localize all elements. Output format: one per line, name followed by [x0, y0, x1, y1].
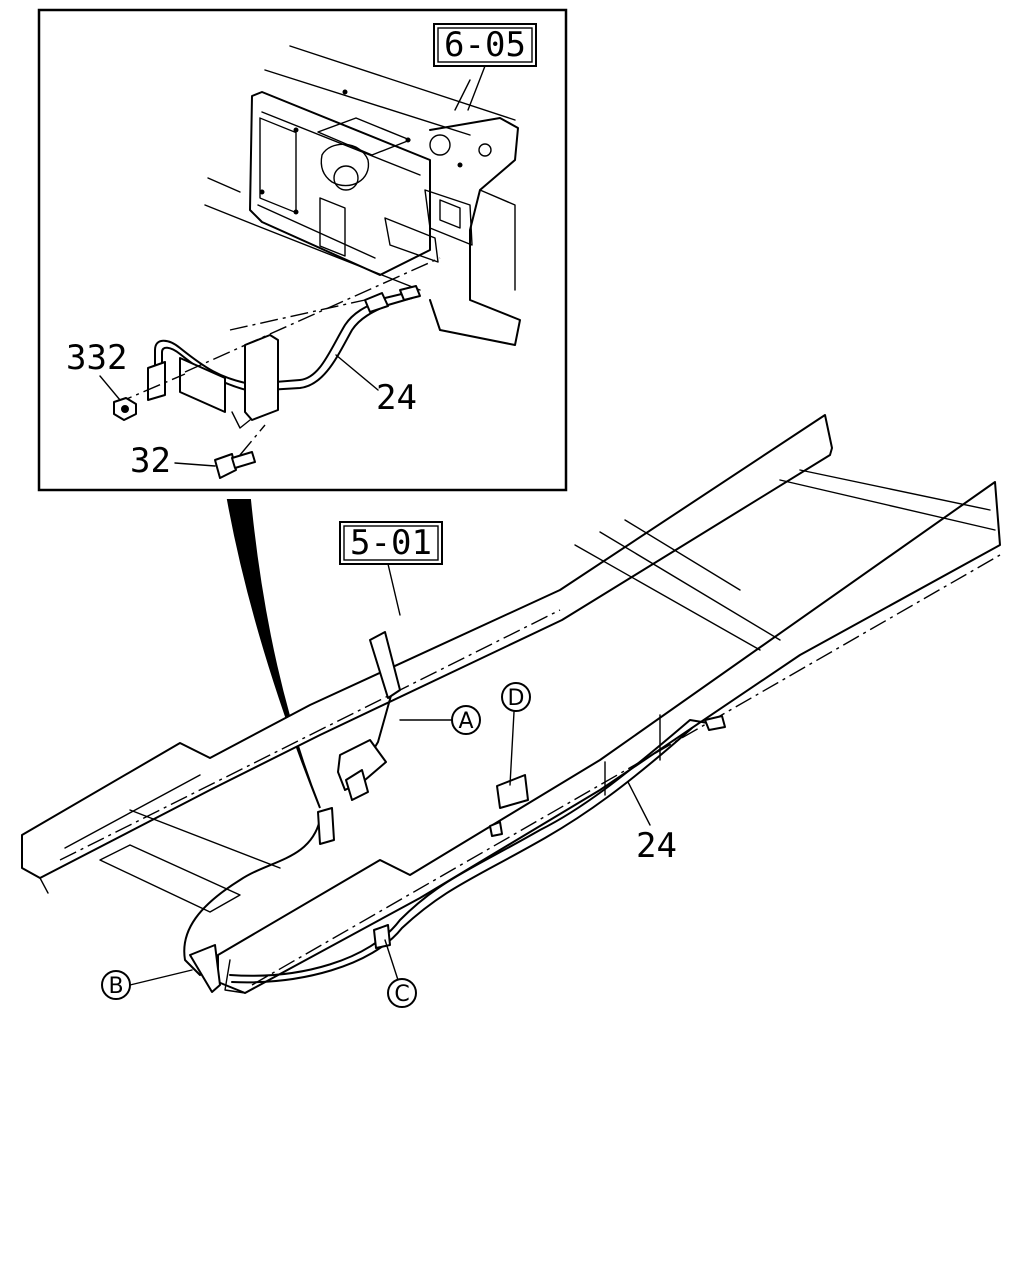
inset-cable: [147, 285, 421, 429]
chassis-frame: [21, 414, 1001, 994]
svg-text:D: D: [508, 686, 525, 711]
inset-detail: 6-05 332 32 24: [37, 8, 568, 492]
part-label-32: 32: [130, 441, 171, 481]
part-label-332: 332: [66, 338, 127, 378]
callout-b: B: [101, 969, 193, 1000]
callout-a: A: [399, 705, 481, 735]
callout-c: C: [384, 939, 417, 1008]
ref-label-top: 6-05: [444, 25, 526, 65]
svg-text:A: A: [458, 709, 473, 734]
svg-text:B: B: [108, 974, 123, 999]
brake-cable: [183, 631, 726, 984]
part-label-24-frame: 24: [636, 826, 677, 866]
callout-d: D: [501, 682, 531, 786]
nut-332: [113, 397, 137, 421]
ref-label-frame: 5-01: [350, 523, 432, 563]
bolt-32: [214, 451, 256, 479]
svg-text:C: C: [394, 982, 409, 1007]
inset-frame-panel: [204, 45, 521, 346]
part-label-24-inset: 24: [376, 378, 417, 418]
detail-connector: [226, 499, 321, 809]
